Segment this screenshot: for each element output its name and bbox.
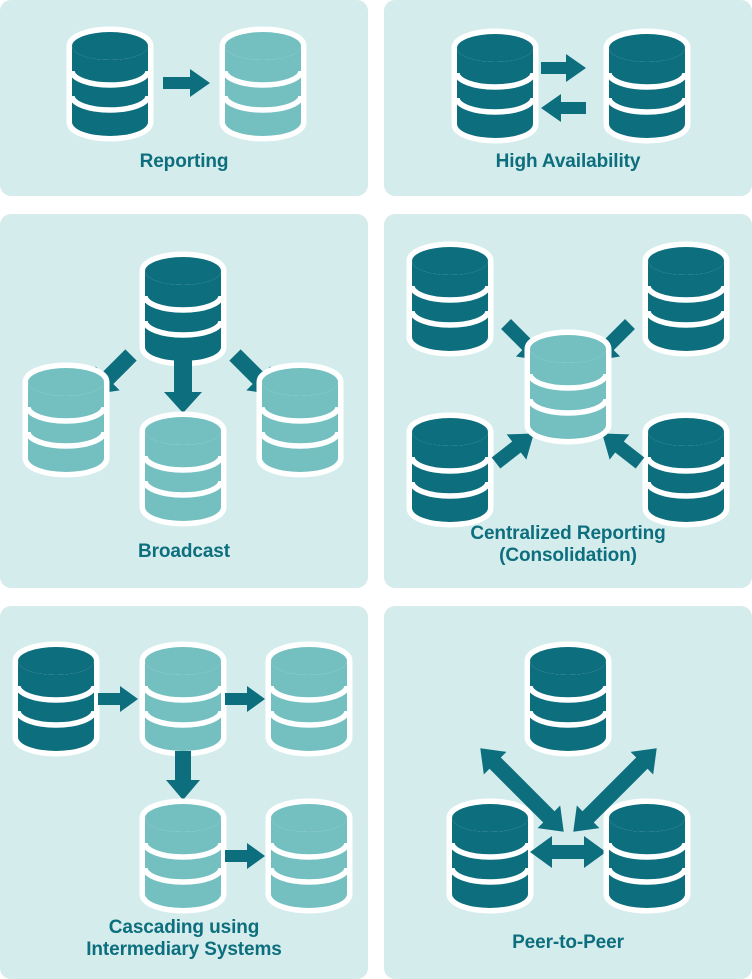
arrow-source-to-target: [163, 69, 210, 97]
peer-database-bottom-right: [603, 798, 691, 914]
arrow-bottom-left-to-bottom-right: [530, 836, 606, 868]
panel-peer-to-peer[interactable]: Peer-to-Peer: [384, 606, 752, 979]
broadcast-diagram: [0, 214, 368, 588]
origin-database: [12, 641, 100, 757]
panel-caption-peer-to-peer: Peer-to-Peer: [512, 931, 624, 953]
subscriber-database-left: [22, 362, 110, 478]
standby-database: [603, 28, 691, 144]
leaf-database-bottom-right: [265, 798, 353, 914]
arrow-publisher-to-center: [164, 354, 202, 413]
arrow-top-to-bottom-right: [573, 748, 657, 832]
panel-caption-high-availability: High Availability: [495, 150, 641, 172]
arrow-intermediary-to-leaf-top: [225, 686, 265, 712]
subscriber-database-center: [139, 411, 227, 527]
source-database: [66, 26, 154, 142]
arrow-bottom-right-to-center: [602, 433, 645, 469]
arrow-bottom-left-to-center: [491, 433, 534, 469]
panel-caption-centralized-reporting: Centralized Reporting (Consolidation): [470, 523, 666, 566]
panel-broadcast[interactable]: Broadcast: [0, 214, 368, 588]
leaf-database-top-right: [265, 641, 353, 757]
panel-cascading[interactable]: Cascading using Intermediary Systems: [0, 606, 368, 979]
publisher-database: [139, 251, 227, 367]
arrow-lower-intermediary-to-leaf: [225, 843, 265, 869]
source-database-top-left: [406, 241, 494, 357]
reporting-diagram: [0, 0, 368, 196]
intermediary-database-bottom-center: [139, 798, 227, 914]
source-database-bottom-right: [642, 412, 730, 528]
panel-caption-reporting: Reporting: [139, 150, 229, 172]
panel-caption-broadcast: Broadcast: [137, 540, 231, 562]
subscriber-database-right: [256, 362, 344, 478]
arrow-origin-to-intermediary: [98, 686, 138, 712]
arrow-intermediary-to-lower-row: [166, 751, 200, 800]
panel-reporting[interactable]: Reporting: [0, 0, 368, 196]
arrow-standby-to-primary: [541, 94, 586, 122]
consolidated-database-center: [524, 329, 612, 445]
centralized-reporting-diagram: [384, 214, 752, 588]
primary-database: [451, 28, 539, 144]
peer-database-top: [524, 641, 612, 757]
peer-to-peer-diagram: [384, 606, 752, 979]
arrow-primary-to-standby: [541, 54, 586, 82]
target-database: [219, 26, 307, 142]
intermediary-database-top-center: [139, 641, 227, 757]
peer-database-bottom-left: [446, 798, 534, 914]
source-database-bottom-left: [406, 412, 494, 528]
high-availability-diagram: [384, 0, 752, 196]
arrow-top-to-bottom-left: [480, 748, 564, 832]
panel-centralized-reporting[interactable]: Centralized Reporting (Consolidation): [384, 214, 752, 588]
panel-caption-cascading: Cascading using Intermediary Systems: [86, 917, 282, 960]
source-database-top-right: [642, 241, 730, 357]
cascading-diagram: [0, 606, 368, 979]
panel-high-availability[interactable]: High Availability: [384, 0, 752, 196]
